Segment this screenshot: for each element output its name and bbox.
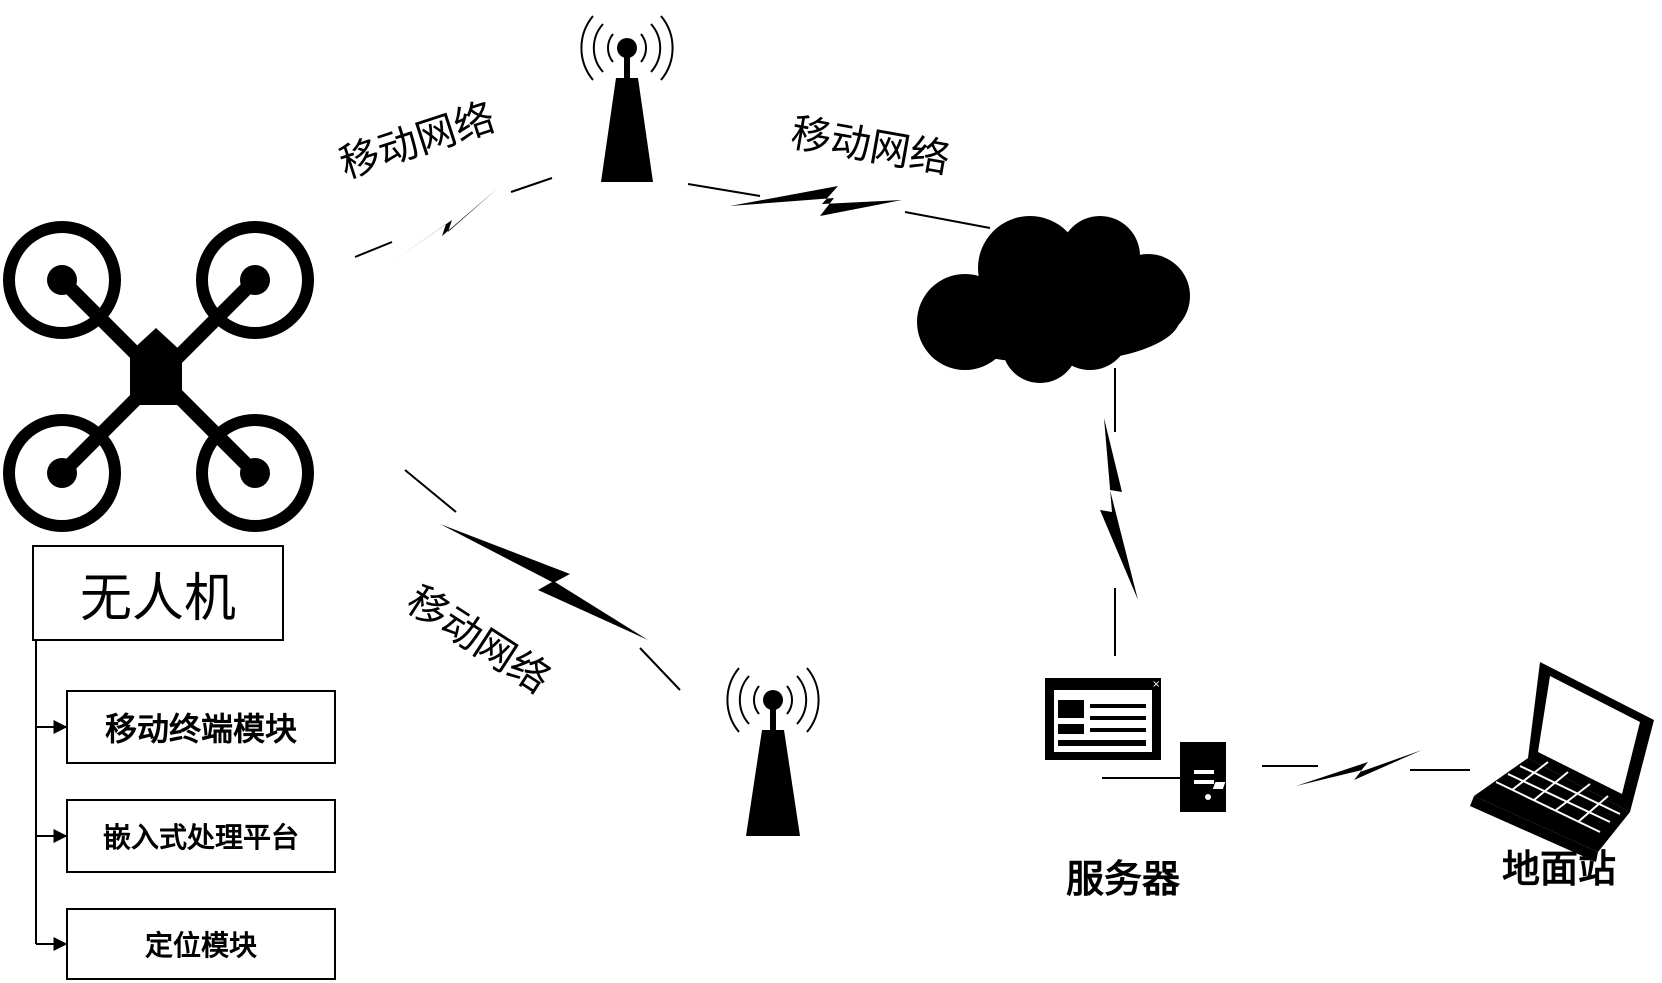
lightning-bolt-icon	[730, 186, 902, 216]
lightning-bolt-icon	[440, 524, 648, 640]
lightning-bolt-icon	[392, 188, 498, 262]
link-uav-tower-top	[354, 177, 553, 258]
cell-tower-icon	[726, 667, 820, 836]
svg-text:×: ×	[1152, 679, 1160, 690]
ground-station-label: 地面站	[1502, 847, 1617, 891]
embedded-platform-module-box: 嵌入式处理平台	[66, 799, 336, 873]
server-icon: ×	[1045, 678, 1226, 812]
lightning-bolt-icon	[1100, 418, 1138, 600]
lightning-bolt-icon	[1296, 750, 1422, 786]
link-server-ground-station	[1262, 765, 1470, 771]
cloud-icon	[917, 216, 1190, 383]
module-tree-connector	[35, 641, 68, 951]
mobile-terminal-module-box: 移动终端模块	[66, 690, 336, 764]
server-label: 服务器	[1066, 857, 1181, 901]
laptop-icon	[1212, 662, 1654, 862]
quadcopter-icon	[3, 221, 314, 532]
cell-tower-icon	[580, 15, 674, 182]
link-uav-tower-bottom	[404, 469, 681, 691]
uav-title-box: 无人机	[32, 545, 284, 641]
positioning-module-box: 定位模块	[66, 908, 336, 980]
link-tower-cloud	[687, 183, 991, 229]
